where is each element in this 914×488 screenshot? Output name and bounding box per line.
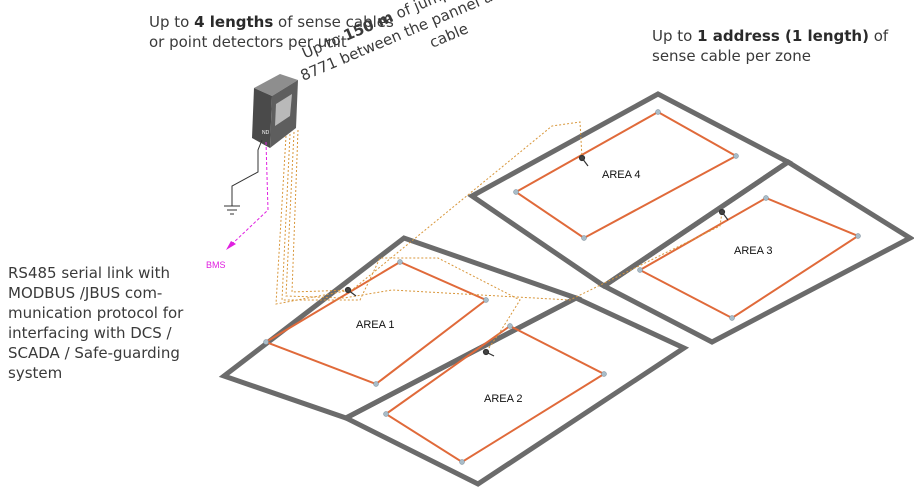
sense-cable-area-3 [637,196,861,320]
area-label-1: AREA 1 [356,319,395,331]
area-label-4: AREA 4 [602,169,641,181]
jumper-cables [275,121,723,353]
sense-cables [263,110,861,464]
jumper-cable-area-2 [281,133,521,353]
earth-connection [224,139,263,215]
units-note: Up to 4 lengths of sense cables or point… [149,12,409,52]
units-note-post: of sense cables or point detectors per u… [149,13,394,51]
serial-link-note: RS485 serial link with MODBUS /JBUS com-… [8,264,184,382]
zone-area-2-outline [340,295,690,487]
jumper-cable-area-3 [285,131,723,301]
jumper-cable-area-1 [275,135,351,305]
cable-end-caps [263,109,861,465]
zone-address-note-post: of sense cable per zone [652,27,889,65]
zone-address-note: Up to 1 address (1 length) of sense cabl… [652,26,914,66]
zone-address-note-bold: 1 address (1 length) [697,27,869,45]
units-note-pre: Up to [149,13,195,31]
bms-link [231,141,269,245]
area-label-2: AREA 2 [484,393,523,405]
zone-outlines [218,91,914,487]
bms-label: BMS [206,260,226,270]
zone-address-note-pre: Up to [652,27,698,45]
zone-area-4-outline [467,91,793,290]
area-label-3: AREA 3 [734,245,773,257]
control-panel: ND [252,74,298,148]
cable-tails [344,154,729,357]
units-note-bold: 4 lengths [194,13,274,31]
bms-arrow-icon [226,241,236,250]
svg-text:ND: ND [262,130,270,136]
